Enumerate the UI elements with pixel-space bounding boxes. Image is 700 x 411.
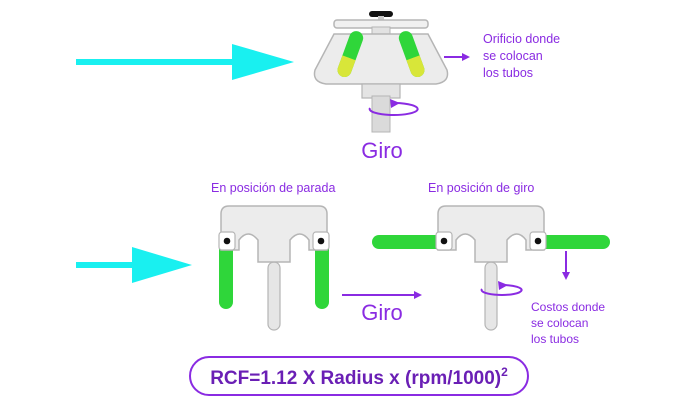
formula-text: RCF=1.12 X Radius x (rpm/1000)2	[210, 365, 508, 389]
costos-label-line1: Costos donde	[531, 300, 605, 314]
orificio-label-line1: Orificio donde	[483, 32, 560, 46]
tube-left-spinning	[372, 235, 452, 249]
orificio-label-line2: se colocan	[483, 49, 543, 63]
giro-position-title: En posición de giro	[428, 181, 534, 195]
rotor-stopped	[218, 205, 330, 331]
rotation-icon-top	[368, 99, 419, 116]
costos-label-line2: se colocan	[531, 316, 588, 330]
rotor-spinning	[372, 205, 610, 331]
tube-right-top	[398, 31, 425, 78]
orificio-label-line3: los tubos	[483, 66, 533, 80]
formula-box: RCF=1.12 X Radius x (rpm/1000)2	[189, 356, 529, 396]
parada-title: En posición de parada	[211, 181, 335, 195]
tube-left-top	[337, 31, 364, 78]
cyan-arrow-bottom	[76, 247, 192, 283]
giro-label-middle: Giro	[361, 300, 403, 325]
cyan-arrow-top	[76, 44, 294, 80]
giro-label-top: Giro	[361, 138, 403, 163]
pivot-left-stopped	[223, 237, 231, 245]
costos-label-line3: los tubos	[531, 332, 579, 346]
pivot-right-spinning	[534, 237, 542, 245]
pivot-left-spinning	[440, 237, 448, 245]
pivot-right-stopped	[317, 237, 325, 245]
tube-left-stopped	[219, 242, 233, 309]
tube-right-spinning	[530, 235, 610, 249]
centrifuge-bowl	[313, 33, 449, 85]
tube-right-stopped	[315, 242, 329, 309]
centrifuge-knob	[369, 11, 393, 17]
rotation-icon-bottom	[480, 281, 523, 296]
centrifuge-top	[313, 11, 449, 133]
formula-main: RCF=1.12 X Radius x (rpm/1000)	[210, 368, 501, 389]
formula-exponent: 2	[501, 365, 508, 379]
